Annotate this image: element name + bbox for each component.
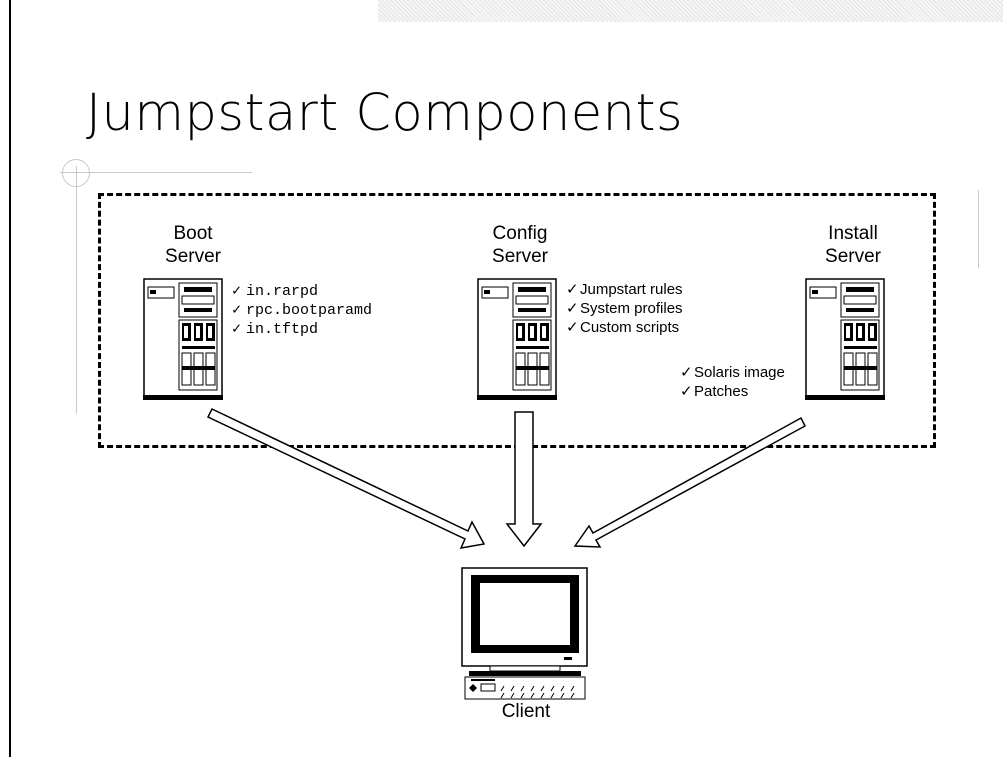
service-item: ✓Jumpstart rules <box>566 281 683 298</box>
service-item: ✓Custom scripts <box>566 319 680 336</box>
checkmark-icon: ✓ <box>680 364 693 381</box>
checkmark-icon: ✓ <box>232 283 242 300</box>
install-server-label: Install Server <box>788 222 918 268</box>
config-server-label: Config Server <box>455 222 585 268</box>
left-margin-rule <box>9 0 11 757</box>
boot-server-services: ✓in.rarpd ✓rpc.bootparamd ✓in.tftpd <box>232 282 372 339</box>
config-server-services: ✓Jumpstart rules ✓System profiles ✓Custo… <box>566 280 683 337</box>
boot-to-client-arrow <box>206 408 486 549</box>
service-item: ✓System profiles <box>566 300 683 317</box>
checkmark-icon: ✓ <box>680 383 693 400</box>
checkmark-icon: ✓ <box>232 302 242 319</box>
service-item: ✓in.tftpd <box>232 321 319 338</box>
slide-title: Jumpstart Components <box>86 84 684 143</box>
service-item: ✓Solaris image <box>680 364 785 381</box>
decorative-right-line <box>978 190 979 268</box>
top-pattern-band <box>378 0 1003 22</box>
boot-server-label-line1: Boot <box>173 223 213 244</box>
decorative-horizontal-line <box>60 172 252 173</box>
decorative-circle <box>62 159 90 187</box>
service-item: ✓in.rarpd <box>232 283 319 300</box>
boot-server-label-line2: Server <box>165 246 221 267</box>
config-server-label-line2: Server <box>492 246 548 267</box>
server-tower-icon <box>477 278 557 400</box>
install-to-client-arrow <box>573 416 806 548</box>
config-to-client-arrow <box>505 411 543 548</box>
client-label: Client <box>501 701 551 722</box>
desktop-computer-icon <box>461 567 588 700</box>
checkmark-icon: ✓ <box>566 300 579 317</box>
checkmark-icon: ✓ <box>566 281 579 298</box>
server-tower-icon <box>143 278 223 400</box>
config-server-label-line1: Config <box>492 223 548 244</box>
install-server-label-line1: Install <box>828 223 878 244</box>
service-item: ✓rpc.bootparamd <box>232 302 373 319</box>
install-server-services: ✓Solaris image ✓Patches <box>680 363 785 401</box>
checkmark-icon: ✓ <box>566 319 579 336</box>
checkmark-icon: ✓ <box>232 321 242 338</box>
install-server-label-line2: Server <box>825 246 881 267</box>
service-item: ✓Patches <box>680 383 749 400</box>
decorative-vertical-line <box>76 166 77 414</box>
server-tower-icon <box>805 278 885 400</box>
boot-server-label: Boot Server <box>128 222 258 268</box>
